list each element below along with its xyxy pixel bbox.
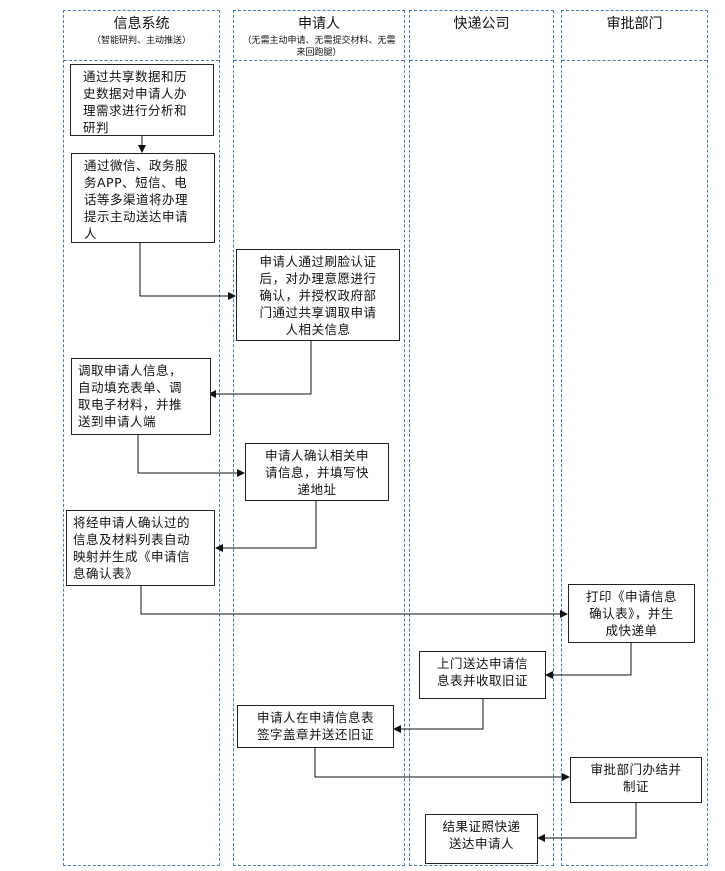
lane-subtitle: （智能研判、主动推送） <box>91 36 191 46</box>
lane-title: 审批部门 <box>606 16 663 32</box>
lane-header: 申请人 （无需主动申请、无需提交材料、无需来回跑腿） <box>234 11 404 61</box>
step-5-confirm-address: 申请人确认相关申 请信息，并填写快 递地址 <box>245 443 389 501</box>
lane-title: 申请人 <box>298 16 340 32</box>
step-3-confirm-authorize: 申请人通过刷脸认证 后，对办理意愿进行 确认，并授权政府部 门通过共享调取申请 … <box>236 249 400 341</box>
step-8-deliver-collect: 上门送达申请信 息表并收取旧证 <box>419 651 546 699</box>
step-4-autofill: 调取申请人信息， 自动填充表单、调 取电子材料，并推 送到申请人端 <box>71 358 211 435</box>
step-9-sign-return: 申请人在申请信息表 签字盖章并送还旧证 <box>237 705 394 748</box>
lane-header: 信息系统 （智能研判、主动推送） <box>64 11 219 61</box>
lane-header: 审批部门 <box>562 11 707 61</box>
lane-subtitle: （无需主动申请、无需提交材料、无需来回跑腿） <box>242 36 396 58</box>
step-10-approve-issue: 审批部门办结并 制证 <box>570 757 702 803</box>
step-6-generate-form: 将经申请人确认过的 信息及材料列表自动 映射并生成《申请信 息确认表》 <box>66 510 215 586</box>
lane-header: 快递公司 <box>410 11 553 61</box>
step-7-print-waybill: 打印《申请信息 确认表》，并生 成快递单 <box>568 584 695 643</box>
step-1-analyze: 通过共享数据和历 史数据对申请人办 理需求进行分析和 研判 <box>70 64 214 136</box>
lane-title: 信息系统 <box>113 16 170 32</box>
lane-approval: 审批部门 <box>561 10 708 866</box>
lane-info-system: 信息系统 （智能研判、主动推送） <box>63 10 220 866</box>
lane-courier: 快递公司 <box>409 10 554 866</box>
step-11-deliver-result: 结果证照快递 送达申请人 <box>425 814 538 864</box>
lane-title: 快递公司 <box>453 16 510 32</box>
step-2-notify: 通过微信、政务服 务APP、短信、电 话等多渠道将办理 提示主动送达申请 人 <box>71 153 215 243</box>
